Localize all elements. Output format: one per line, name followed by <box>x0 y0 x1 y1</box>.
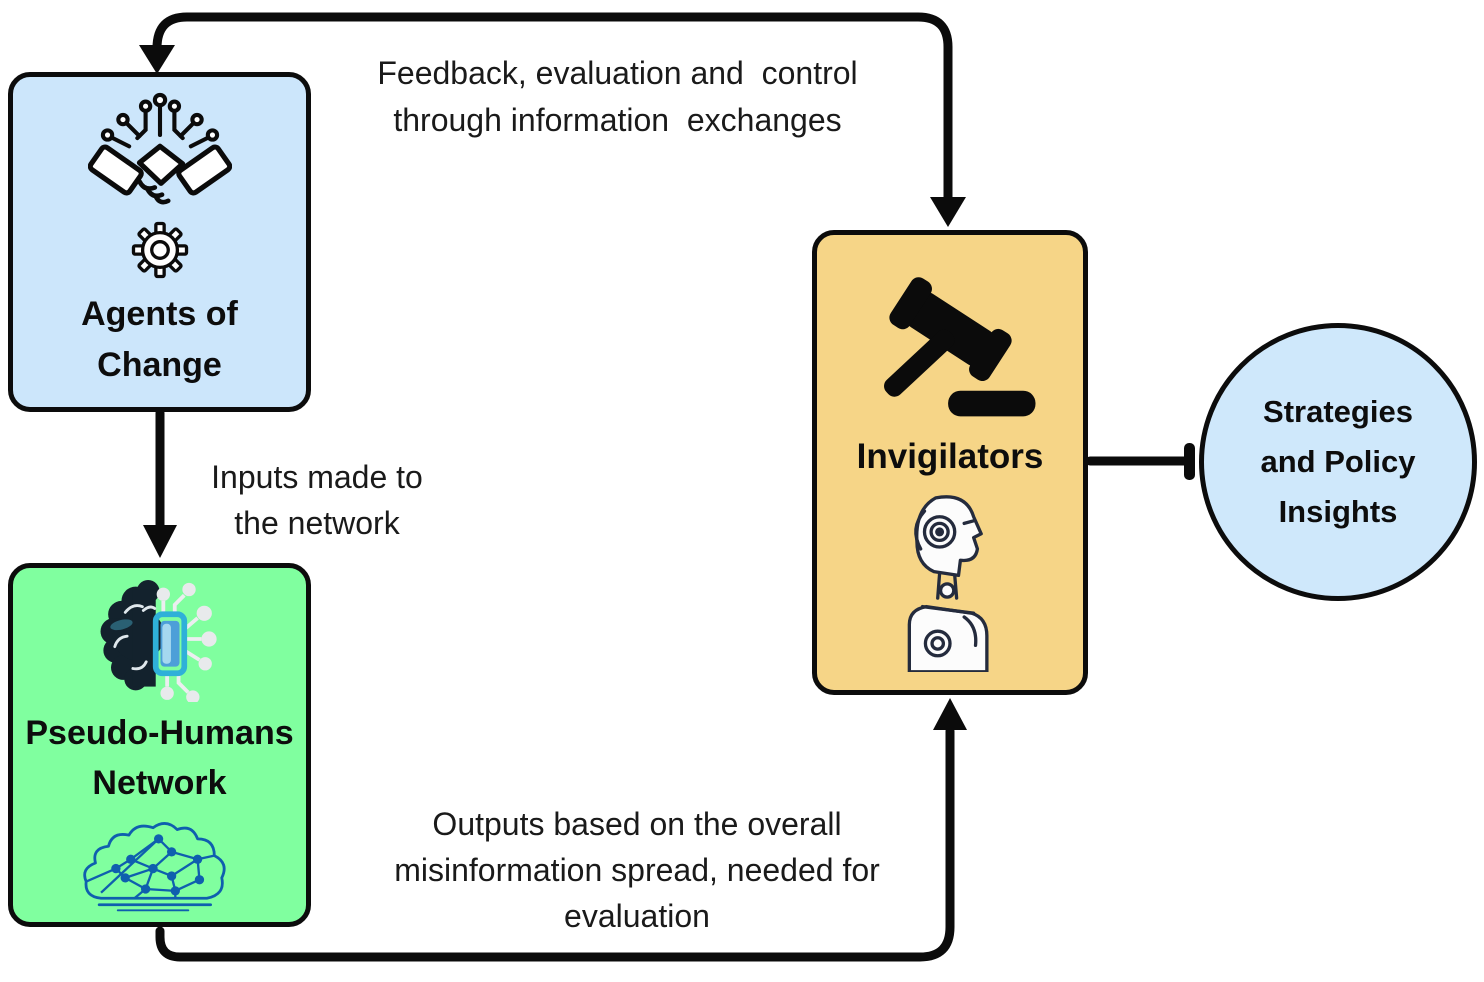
outputs-label-line3: evaluation <box>564 898 710 934</box>
node-invigilators: Invigilators <box>812 230 1088 695</box>
insights-title-line3: Insights <box>1278 494 1398 529</box>
feedback-label-line1: Feedback, evaluation and control <box>377 55 858 91</box>
outputs-label-line2: misinformation spread, needed for <box>394 852 880 888</box>
network-cloud-icon <box>82 821 226 911</box>
insights-title: Strategies and Policy Insights <box>1260 387 1415 537</box>
agents-title-line1: Agents of <box>81 295 238 333</box>
network-title: Pseudo-Humans Network <box>25 708 293 809</box>
insights-title-line1: Strategies <box>1263 394 1413 429</box>
robot-head-icon <box>907 494 989 672</box>
node-pseudo-humans-network: Pseudo-Humans Network <box>8 563 311 927</box>
outputs-label-line1: Outputs based on the overall <box>432 806 842 842</box>
feedback-label-line2: through information exchanges <box>393 102 842 138</box>
handshake-circuit-icon <box>87 92 232 205</box>
agents-title-line2: Change <box>97 346 222 384</box>
network-title-line2: Network <box>92 764 227 803</box>
inputs-label-line2: the network <box>234 505 400 541</box>
node-agents-of-change: Agents of Change <box>8 72 311 412</box>
arrowhead-into-agents-icon <box>139 45 175 74</box>
agents-title: Agents of Change <box>81 289 238 391</box>
arrowhead-into-invigilators-top-icon <box>930 197 966 227</box>
network-title-line1: Pseudo-Humans <box>25 714 294 752</box>
brain-chip-icon <box>100 579 217 702</box>
inputs-edge-label: Inputs made to the network <box>193 454 441 546</box>
insights-title-line2: and Policy <box>1260 444 1416 479</box>
feedback-edge-label: Feedback, evaluation and control through… <box>330 50 905 144</box>
inputs-label-line1: Inputs made to <box>211 459 423 495</box>
outputs-edge-label: Outputs based on the overall misinformat… <box>372 801 902 939</box>
gear-icon <box>131 221 188 279</box>
arrowhead-into-network-icon <box>143 525 177 558</box>
gavel-icon <box>884 277 1036 417</box>
arrowhead-into-invigilators-bottom-icon <box>933 698 967 730</box>
tee-terminator-icon <box>1184 443 1195 480</box>
invigilators-title: Invigilators <box>856 437 1044 476</box>
node-strategies-policy-insights: Strategies and Policy Insights <box>1199 323 1477 601</box>
